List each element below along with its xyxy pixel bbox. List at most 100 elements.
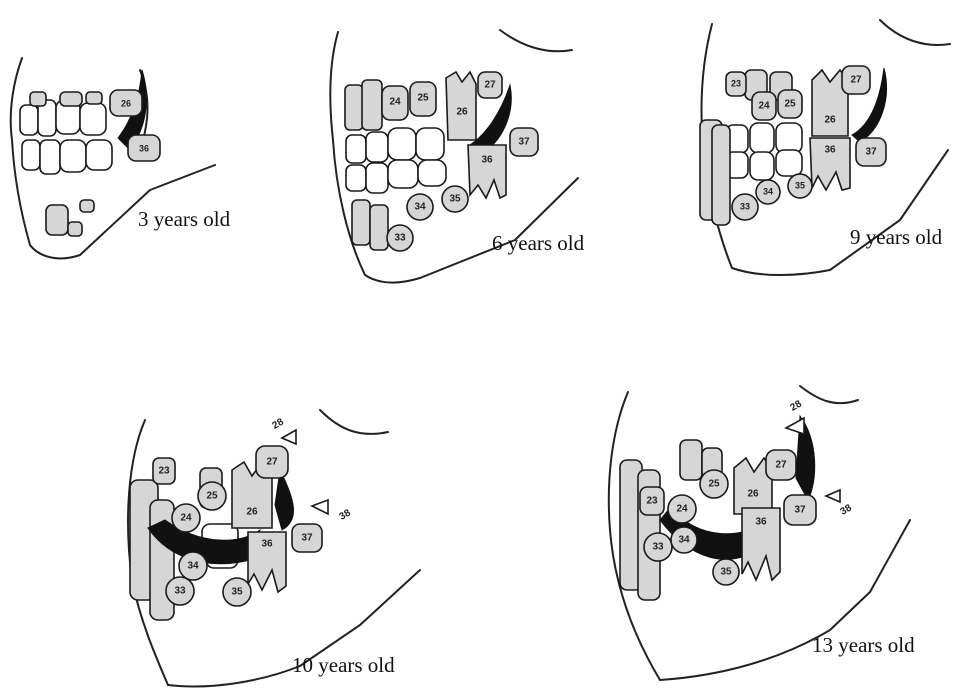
tooth-35-number: 35 (231, 587, 243, 598)
tooth-25: 25 (410, 82, 436, 116)
dark-bone-area-upper (275, 470, 294, 530)
tooth-34-number: 34 (187, 561, 199, 572)
tooth-35-number: 35 (720, 567, 732, 578)
tooth-35: 35 (788, 174, 812, 198)
tooth-24-number: 24 (676, 504, 688, 515)
tooth-25: 25 (198, 482, 226, 510)
tooth-37: 37 (856, 138, 886, 166)
tooth-27: 27 (478, 72, 502, 98)
tooth-37: 37 (784, 495, 816, 525)
age-label-3-years: 3 years old (138, 207, 231, 231)
tooth-33: 33 (387, 225, 413, 251)
tooth-25-number: 25 (708, 479, 720, 490)
tooth-37-number: 37 (794, 505, 806, 516)
tooth-35: 35 (713, 559, 739, 585)
tooth-27: 27 (842, 66, 870, 94)
tooth-36-number: 36 (139, 143, 149, 153)
tooth-38-number: 38 (839, 502, 855, 517)
tooth-25-number: 25 (784, 99, 796, 110)
tooth-27: 27 (256, 446, 288, 478)
tooth-27-number: 27 (850, 75, 862, 86)
tooth-38-number: 38 (338, 507, 354, 522)
tooth-26: 26 (446, 72, 476, 140)
tooth-25-number: 25 (206, 491, 218, 502)
tooth-26-number: 26 (456, 107, 468, 118)
tooth-25: 25 (700, 470, 728, 498)
tooth-26-number: 26 (747, 489, 759, 500)
tooth-23: 23 (726, 72, 746, 96)
panel-9-years: 23 24 25 26 27 36 37 33 (700, 20, 950, 275)
tooth-24: 24 (382, 86, 408, 120)
tooth-23: 23 (153, 458, 175, 484)
tooth-35: 35 (442, 186, 468, 212)
tooth-23-number: 23 (158, 466, 170, 477)
age-label-6-years: 6 years old (492, 231, 585, 255)
tooth-34: 34 (179, 552, 207, 580)
ramus-outline (320, 410, 388, 434)
panel-3-years: 26 36 3 years old (11, 58, 231, 258)
tooth-24-number: 24 (389, 97, 401, 108)
tooth-26-number: 26 (121, 98, 131, 108)
ramus-outline (800, 386, 858, 403)
tooth-34: 34 (407, 194, 433, 220)
primary-teeth-cluster (20, 92, 112, 236)
tooth-23-number: 23 (646, 496, 658, 507)
tooth-25: 25 (778, 90, 802, 118)
age-label-13-years: 13 years old (812, 633, 915, 657)
tooth-28: 28 (786, 398, 804, 434)
tooth-27-number: 27 (266, 457, 278, 468)
tooth-24: 24 (668, 495, 696, 523)
tooth-38: 38 (826, 490, 854, 518)
tooth-27-number: 27 (484, 80, 496, 91)
panel-10-years: 23 24 25 26 27 28 36 37 (128, 410, 420, 686)
tooth-34: 34 (671, 527, 697, 553)
panel-6-years: 24 25 26 27 36 37 34 35 (330, 30, 584, 283)
tooth-36-number: 36 (261, 539, 273, 550)
tooth-35-number: 35 (449, 194, 461, 205)
tooth-26-number: 26 (246, 507, 258, 518)
tooth-28-number: 28 (789, 398, 805, 413)
panel-13-years: 23 24 25 26 27 28 36 37 (609, 386, 915, 680)
tooth-36: 36 (810, 138, 850, 190)
tooth-37: 37 (510, 128, 538, 156)
tooth-36-number: 36 (755, 517, 767, 528)
ramus-outline (500, 30, 572, 51)
age-label-10-years: 10 years old (292, 653, 395, 677)
tooth-24: 24 (752, 92, 776, 120)
tooth-27: 27 (766, 450, 796, 480)
tooth-24: 24 (172, 504, 200, 532)
tooth-23-number: 23 (731, 78, 741, 88)
tooth-33: 33 (732, 194, 758, 220)
tooth-33-number: 33 (174, 586, 186, 597)
tooth-28: 28 (271, 416, 296, 444)
tooth-35-number: 35 (795, 180, 805, 190)
tooth-33-number: 33 (740, 201, 750, 211)
tooth-36: 36 (128, 135, 160, 161)
tooth-24-number: 24 (758, 101, 770, 112)
tooth-34-number: 34 (678, 535, 690, 546)
tooth-34: 34 (756, 180, 780, 204)
tooth-23: 23 (640, 487, 664, 515)
tooth-37: 37 (292, 524, 322, 552)
tooth-37-number: 37 (301, 533, 313, 544)
tooth-36: 36 (248, 532, 286, 592)
tooth-26: 26 (110, 90, 142, 116)
tooth-36: 36 (468, 145, 506, 198)
tooth-36: 36 (742, 508, 780, 580)
tooth-24-number: 24 (180, 513, 192, 524)
tooth-33-number: 33 (652, 542, 664, 553)
tooth-38: 38 (312, 500, 353, 523)
tooth-35: 35 (223, 578, 251, 606)
tooth-34-number: 34 (763, 186, 773, 196)
tooth-25-number: 25 (417, 93, 429, 104)
age-label-9-years: 9 years old (850, 225, 943, 249)
tooth-26-number: 26 (824, 115, 836, 126)
ramus-outline (880, 20, 950, 45)
tooth-28-number: 28 (271, 416, 287, 431)
tooth-37-number: 37 (865, 147, 877, 158)
tooth-37-number: 37 (518, 137, 530, 148)
tooth-33: 33 (644, 533, 672, 561)
tooth-27-number: 27 (775, 460, 787, 471)
